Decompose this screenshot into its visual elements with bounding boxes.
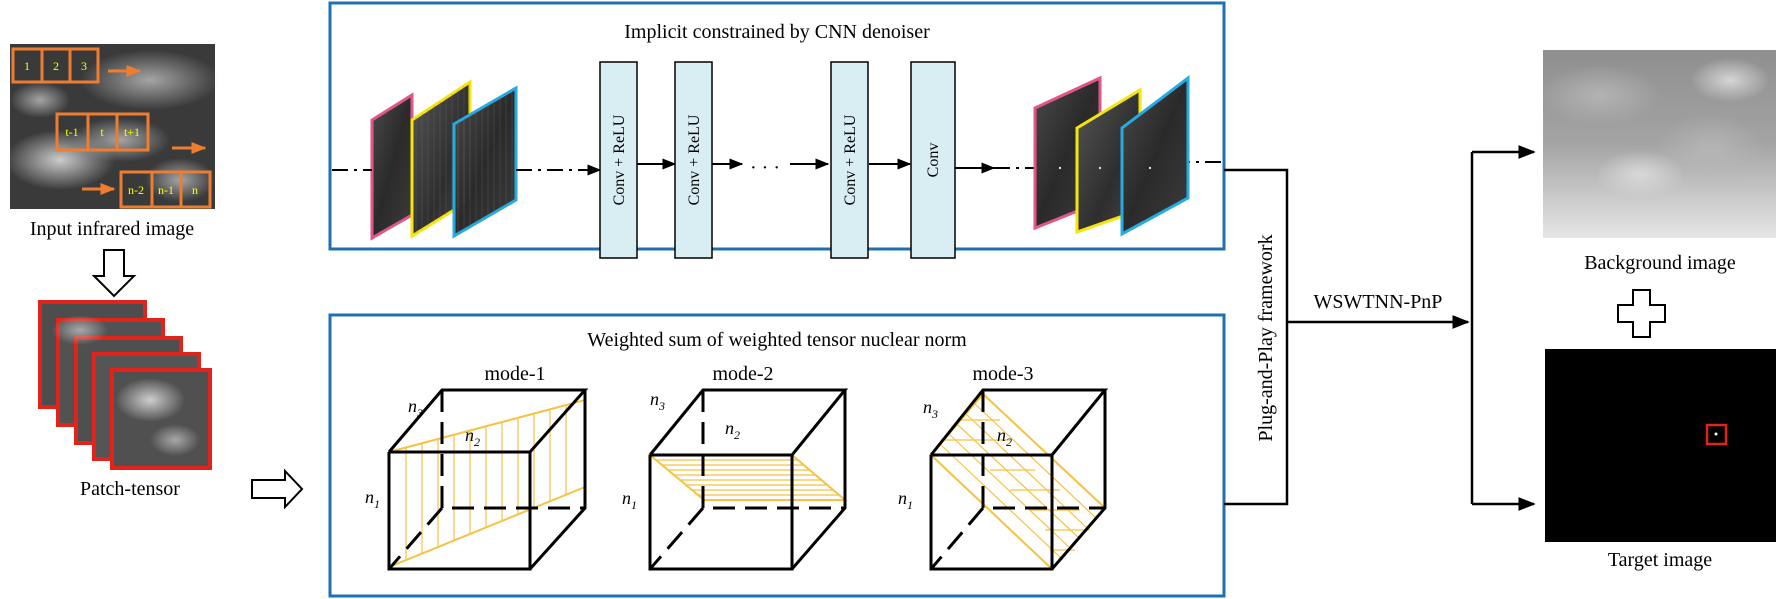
input-image-caption: Input infrared image (30, 218, 194, 240)
patch-tensor-clouds (52, 315, 200, 456)
norm-panel-title: Weighted sum of weighted tensor nuclear … (587, 329, 967, 351)
input-feature-maps (370, 79, 518, 241)
svg-text:n1: n1 (898, 488, 913, 512)
patch-label: 1 (24, 59, 30, 73)
pnp-framework-label: Plug-and-Play framework (1255, 234, 1277, 441)
mode-3-label: mode-3 (972, 363, 1033, 385)
target-box (1705, 423, 1728, 446)
cnn-flow-line (332, 158, 1222, 176)
conv-label: Conv (925, 143, 942, 178)
conv-relu-label-2: Conv + ReLU (686, 114, 703, 205)
cnn-panel (328, 1, 1226, 251)
conv-relu-label-1: Conv + ReLU (611, 114, 628, 205)
patch-labels: 1 2 3 t-1 t t+1 n-2 n-1 n (24, 59, 198, 197)
patch-label: n-1 (158, 183, 174, 197)
svg-text:n1: n1 (365, 487, 380, 511)
svg-text:n1: n1 (622, 488, 637, 512)
svg-text:n3: n3 (650, 389, 665, 413)
patch-label: 2 (53, 59, 59, 73)
conv-labels: Conv + ReLU Conv + ReLU Conv + ReLU Conv (611, 114, 942, 205)
output-feature-maps (1033, 74, 1190, 237)
target-caption: Target image (1608, 549, 1712, 571)
mode-2-hatch (647, 454, 848, 501)
patch-tensor-caption: Patch-tensor (80, 478, 180, 500)
patch-label: t (100, 125, 104, 139)
patch-label: t-1 (65, 125, 78, 139)
right-hollow-arrow (251, 468, 304, 510)
mode-2-label: mode-2 (712, 363, 773, 385)
patch-label: t+1 (124, 125, 140, 139)
svg-text:n2: n2 (465, 425, 480, 449)
cube-mode-1: mode-1 (387, 363, 589, 571)
svg-text:n2: n2 (725, 418, 740, 442)
svg-text:n2: n2 (997, 425, 1012, 449)
patch-grid (11, 47, 212, 209)
svg-text:n3: n3 (408, 396, 423, 420)
cube-mode-2: mode-2 (647, 363, 849, 571)
svg-text:n3: n3 (923, 397, 938, 421)
cube-mode-3: mode-3 (929, 363, 1109, 571)
patch-sliding-arrows (82, 65, 207, 195)
method-label: WSWTNN-PnP (1314, 291, 1443, 313)
norm-panel (328, 313, 1226, 598)
patch-label: 3 (81, 59, 87, 73)
plus-icon (1617, 289, 1666, 338)
mode-1-label: mode-1 (484, 363, 545, 385)
pnp-connector (1224, 145, 1536, 511)
patch-label: n-2 (128, 183, 144, 197)
background-image (1540, 50, 1776, 238)
target-image (1545, 349, 1776, 542)
input-infrared-image (5, 44, 220, 209)
conv-relu-label-3: Conv + ReLU (842, 114, 859, 205)
patch-label: n (192, 183, 198, 197)
ellipsis: · · · (750, 157, 780, 179)
dimension-labels: n3 n2 n1 n3 n2 n1 n3 n2 n1 (365, 389, 1012, 512)
down-hollow-arrow (91, 249, 137, 298)
background-caption: Background image (1584, 252, 1736, 274)
conv-layers (599, 61, 956, 259)
cnn-panel-title: Implicit constrained by CNN denoiser (624, 21, 930, 43)
